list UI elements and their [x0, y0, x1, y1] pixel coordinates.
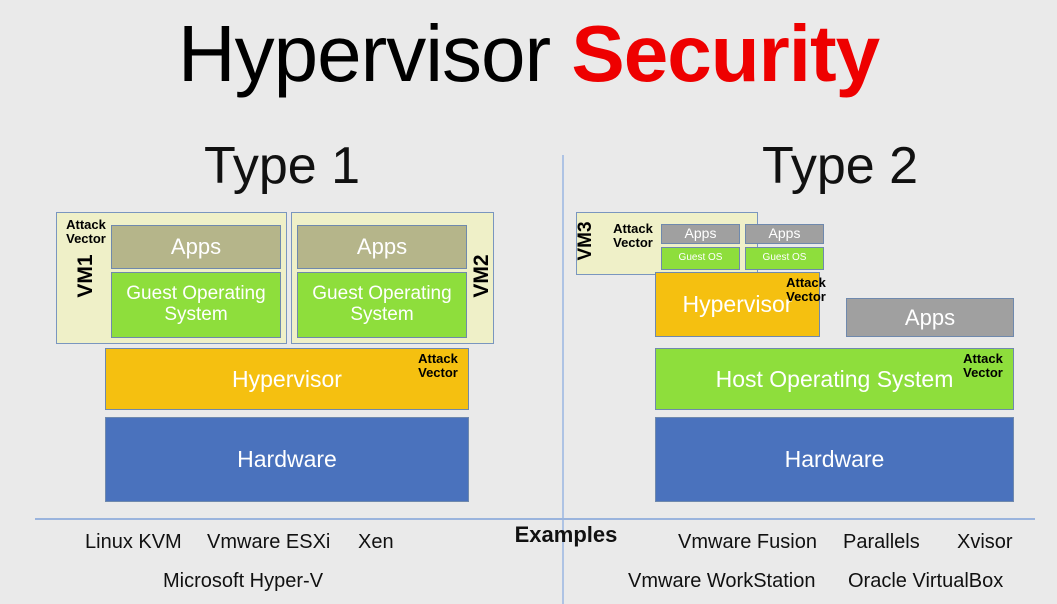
vm3-guest-os-box-2: Guest OS	[745, 247, 824, 270]
title-part-hypervisor: Hypervisor	[177, 9, 551, 98]
type2-hypervisor-attack-vector-label: Attack Vector	[786, 275, 826, 304]
vertical-divider	[562, 155, 564, 604]
vm3-attack-vector-label: Attack Vector	[613, 221, 653, 250]
vm3-tag: VM3	[575, 221, 596, 261]
type1-heading: Type 1	[203, 137, 361, 195]
vm2-apps-box: Apps	[297, 225, 467, 269]
type1-hardware-box: Hardware	[105, 417, 469, 502]
type2-example-vmware-workstation: Vmware WorkStation	[628, 570, 816, 592]
type2-example-vmware-fusion: Vmware Fusion	[678, 531, 817, 553]
type1-example-vmware-esxi: Vmware ESXi	[207, 531, 331, 553]
vm1-attack-vector-label: Attack Vector	[66, 217, 106, 246]
type2-host-os-box: Host Operating System	[655, 348, 1014, 410]
type1-hypervisor-attack-vector-label: Attack Vector	[418, 351, 458, 380]
type1-hypervisor-box: Hypervisor	[105, 348, 469, 410]
vm1-guest-os-box: Guest Operating System	[111, 272, 281, 338]
type2-host-os-attack-vector-label: Attack Vector	[963, 351, 1003, 380]
vm1-apps-box: Apps	[111, 225, 281, 269]
vm3-guest-os-box-1: Guest OS	[661, 247, 740, 270]
type1-example-microsoft-hyper-v: Microsoft Hyper-V	[163, 570, 324, 592]
vm2-guest-os-box: Guest Operating System	[297, 272, 467, 338]
type1-example-xen: Xen	[358, 531, 394, 553]
type2-example-parallels: Parallels	[843, 531, 920, 553]
vm2-tag: VM2	[470, 254, 493, 298]
type2-example-xvisor: Xvisor	[957, 531, 1013, 553]
type2-example-oracle-virtualbox: Oracle VirtualBox	[848, 570, 1004, 592]
type2-apps-box: Apps	[846, 298, 1014, 337]
page-title: Hypervisor Security	[0, 14, 1057, 94]
vm3-apps-box-2: Apps	[745, 224, 824, 244]
type2-hardware-box: Hardware	[655, 417, 1014, 502]
examples-label: Examples	[514, 522, 618, 547]
type2-heading: Type 2	[761, 137, 919, 195]
vm1-tag: VM1	[74, 254, 97, 298]
horizontal-divider	[35, 518, 1035, 520]
type1-example-linux-kvm: Linux KVM	[85, 531, 182, 553]
type2-hypervisor-box: Hypervisor	[655, 272, 820, 337]
title-part-security: Security	[571, 9, 880, 98]
vm3-apps-box-1: Apps	[661, 224, 740, 244]
